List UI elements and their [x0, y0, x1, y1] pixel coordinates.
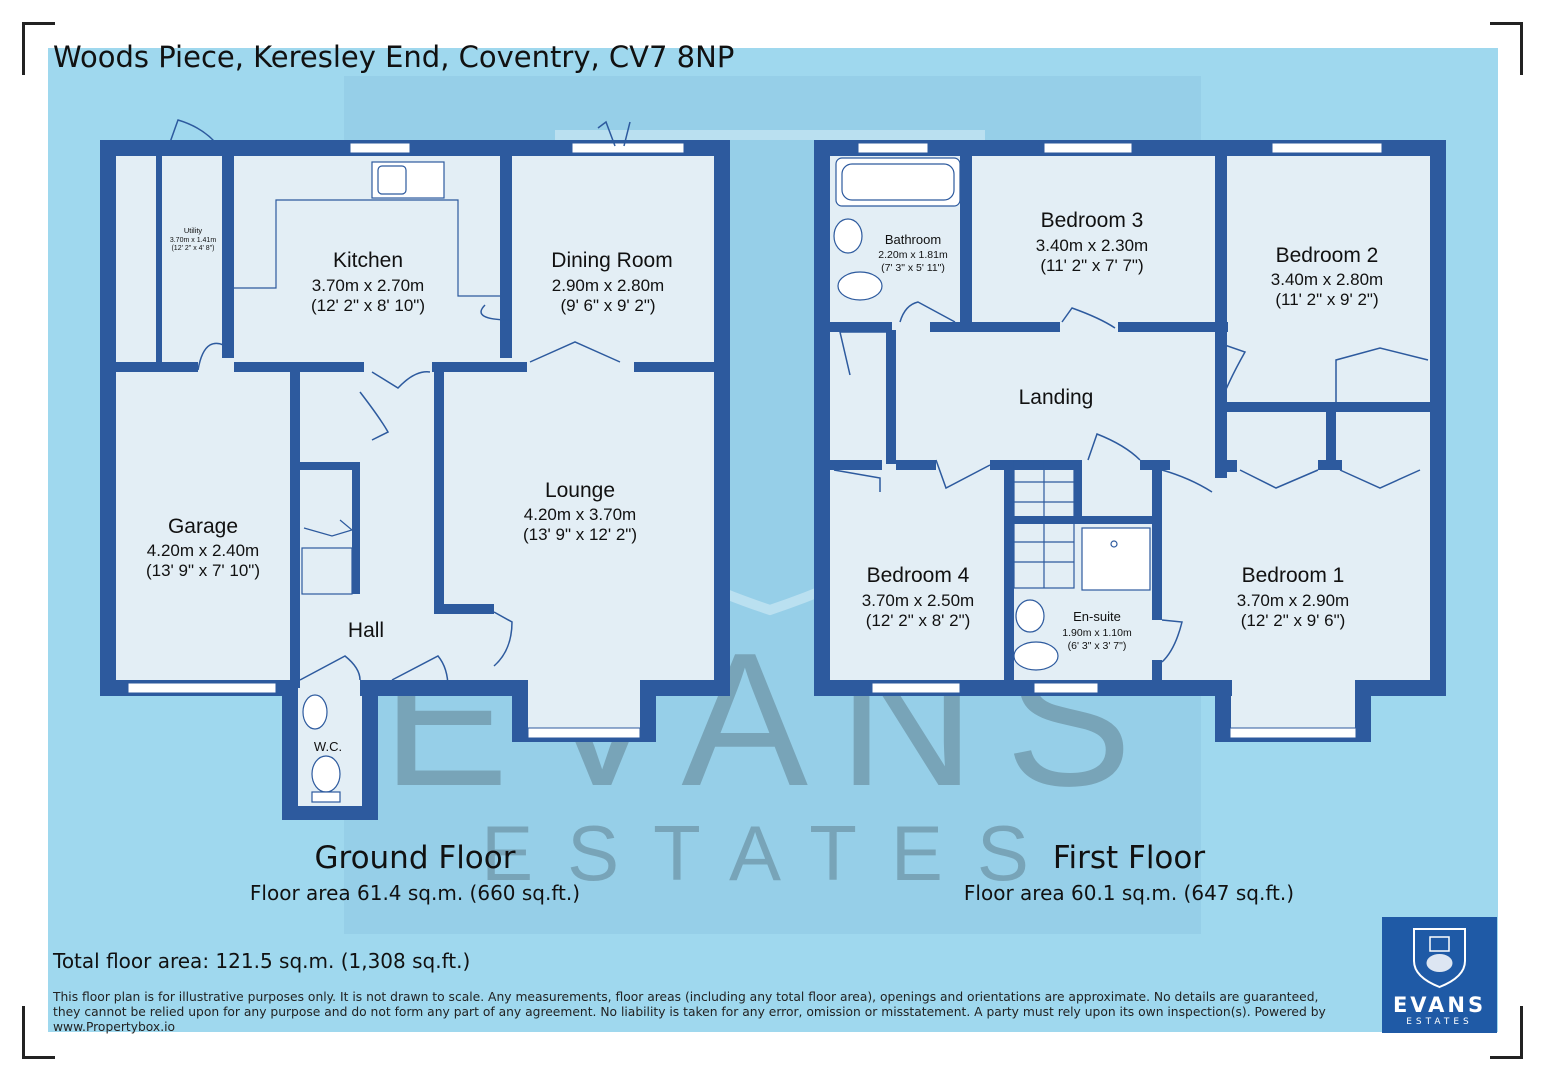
- evans-estates-logo: EVANS ESTATES: [1382, 917, 1497, 1033]
- kitchen-metric: 3.70m x 2.70m: [312, 276, 424, 295]
- bedroom-4-imperial: (12' 2" x 8' 2"): [866, 611, 971, 630]
- garage-label: Garage: [168, 515, 238, 538]
- en-suite-label: En-suite: [1073, 609, 1121, 624]
- logo-sub: ESTATES: [1406, 1017, 1473, 1027]
- first-floor-plan: [814, 140, 1446, 742]
- ground-floor-fixtures: [234, 161, 500, 803]
- ground-floor-area: Floor area 61.4 sq.m. (660 sq.ft.): [249, 881, 581, 905]
- bedroom-1-metric: 3.70m x 2.90m: [1237, 591, 1349, 610]
- crop-mark-top-right: [1490, 22, 1523, 75]
- bathroom-label: Bathroom: [885, 232, 941, 247]
- property-address: Woods Piece, Keresley End, Coventry, CV7…: [53, 40, 735, 74]
- bathroom-metric: 2.20m x 1.81m: [878, 249, 948, 261]
- wc-label: W.C.: [314, 739, 342, 754]
- dining-room-imperial: (9' 6" x 9' 2"): [560, 296, 655, 315]
- bathroom-imperial: (7' 3" x 5' 11"): [881, 262, 945, 274]
- ground-floor-plan: [100, 119, 730, 820]
- lounge-imperial: (13' 9" x 12' 2"): [523, 525, 637, 544]
- crop-mark-bottom-left: [22, 1006, 55, 1059]
- ground-floor-doors: [167, 119, 631, 689]
- lounge-label: Lounge: [545, 479, 615, 502]
- bedroom-3-label: Bedroom 3: [1041, 209, 1144, 232]
- landing-label: Landing: [1019, 386, 1094, 409]
- bedroom-4-metric: 3.70m x 2.50m: [862, 591, 974, 610]
- bedroom-3-metric: 3.40m x 2.30m: [1036, 236, 1148, 255]
- dining-room-metric: 2.90m x 2.80m: [552, 276, 664, 295]
- watermark-subword: ESTATES: [481, 809, 1063, 897]
- garage-metric: 4.20m x 2.40m: [147, 541, 259, 560]
- bedroom-2-label: Bedroom 2: [1276, 244, 1379, 267]
- utility-label: Utility: [184, 226, 203, 235]
- bedroom-2-metric: 3.40m x 2.80m: [1271, 270, 1383, 289]
- crop-mark-bottom-right: [1490, 1006, 1523, 1059]
- garage-imperial: (13' 9" x 7' 10"): [146, 561, 260, 580]
- total-floor-area: Total floor area: 121.5 sq.m. (1,308 sq.…: [53, 949, 471, 973]
- lounge-metric: 4.20m x 3.70m: [524, 505, 636, 524]
- crop-mark-top-left: [22, 22, 55, 75]
- first-floor-fixtures: [833, 157, 1151, 671]
- utility-metric: 3.70m x 1.41m: [170, 237, 216, 244]
- utility-imperial: (12' 2" x 4' 8"): [171, 245, 214, 252]
- kitchen-label: Kitchen: [333, 249, 403, 272]
- first-floor-area: Floor area 60.1 sq.m. (647 sq.ft.): [963, 881, 1295, 905]
- bedroom-4-label: Bedroom 4: [867, 564, 970, 587]
- first-floor-windows: [857, 142, 1383, 739]
- en-suite-imperial: (6' 3" x 3' 7"): [1068, 640, 1127, 652]
- ground-floor-title: Ground Floor: [314, 840, 516, 876]
- kitchen-imperial: (12' 2" x 8' 10"): [311, 296, 425, 315]
- bedroom-2-imperial: (11' 2" x 9' 2"): [1275, 290, 1378, 309]
- dining-room-label: Dining Room: [551, 249, 672, 272]
- bedroom-1-imperial: (12' 2" x 9' 6"): [1241, 611, 1346, 630]
- ground-floor-windows: [127, 142, 685, 739]
- hall-label: Hall: [348, 619, 384, 642]
- logo-brand: EVANS: [1392, 993, 1487, 1017]
- ground-floor-labels: Kitchen 3.70m x 2.70m (12' 2" x 8' 10") …: [146, 226, 673, 754]
- disclaimer-text: This floor plan is for illustrative purp…: [53, 990, 1326, 1034]
- first-floor-doors: [833, 301, 1429, 663]
- bedroom-3-imperial: (11' 2" x 7' 7"): [1040, 256, 1143, 275]
- bedroom-1-label: Bedroom 1: [1242, 564, 1345, 587]
- first-floor-title: First Floor: [1052, 840, 1206, 876]
- en-suite-metric: 1.90m x 1.10m: [1062, 627, 1132, 639]
- crest-icon: [1413, 928, 1466, 989]
- first-floor-labels: Bathroom 2.20m x 1.81m (7' 3" x 5' 11") …: [862, 209, 1383, 652]
